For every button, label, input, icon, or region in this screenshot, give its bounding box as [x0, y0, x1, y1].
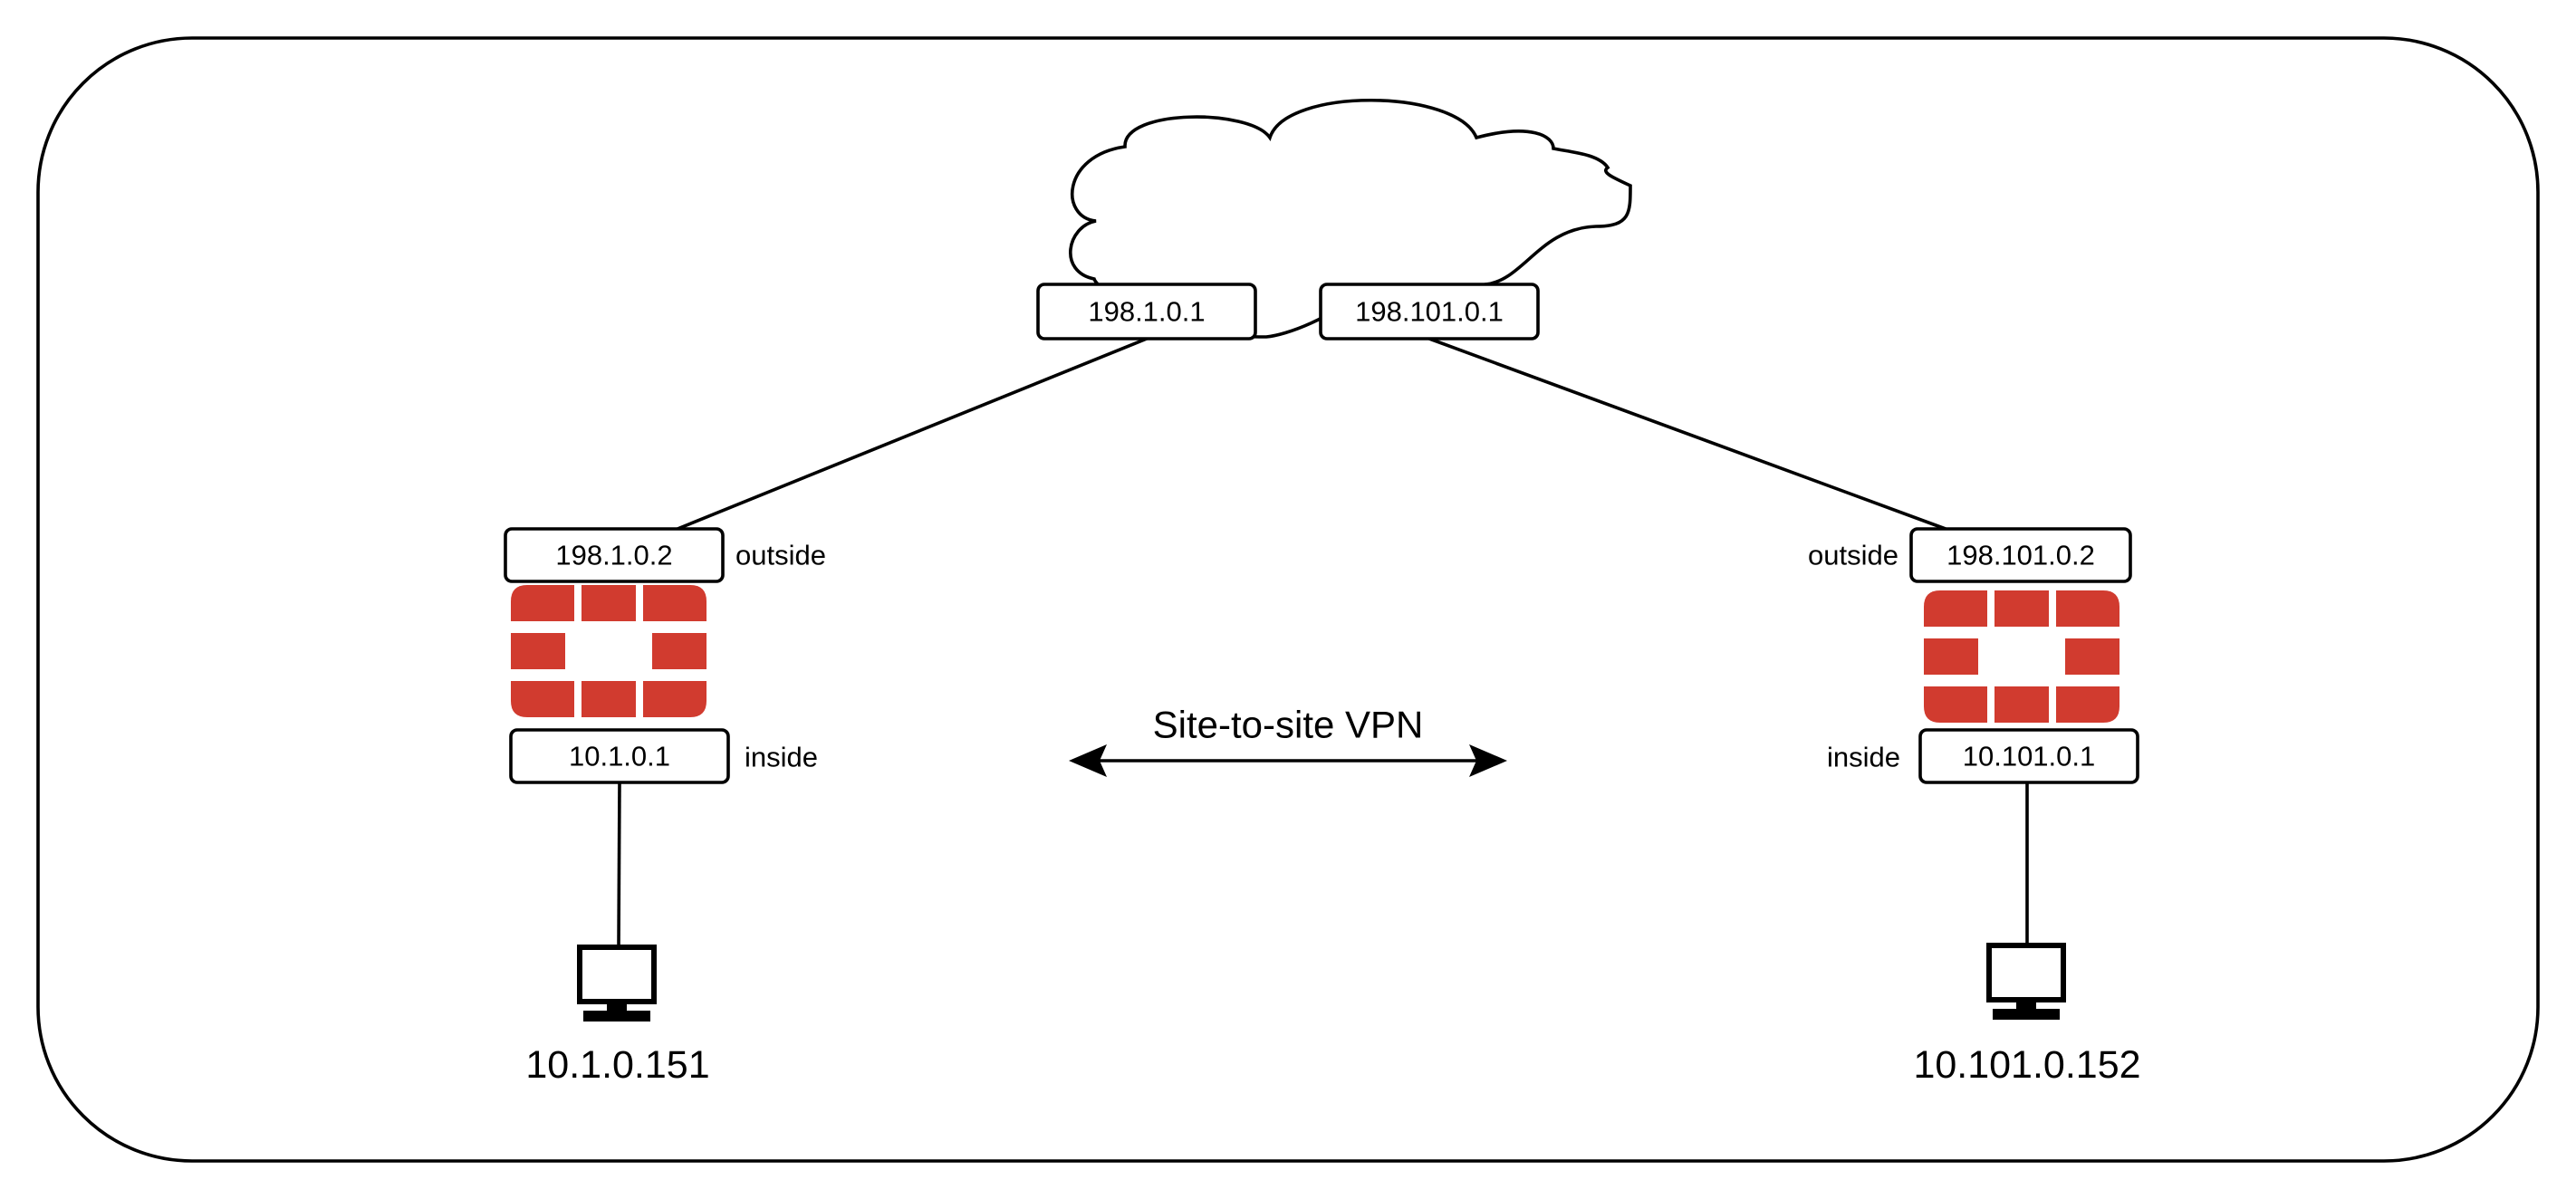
site-a-outside-interface-box	[504, 527, 725, 583]
site-a-outside-ip: 198.1.0.2	[555, 540, 672, 571]
site-a-inside-interface-box	[509, 728, 730, 784]
cloud-interface-box-right	[1319, 283, 1540, 341]
diagram-frame	[36, 36, 2540, 1163]
site-a-inside-ip: 10.1.0.1	[569, 741, 670, 772]
wan-link-site-a	[677, 337, 1148, 531]
cloud-interface-box-left	[1036, 283, 1257, 341]
cloud-interface-ip-right: 198.101.0.1	[1355, 296, 1504, 328]
site-b-inside-ip: 10.101.0.1	[1963, 741, 2096, 772]
bidirectional-arrow-icon	[1069, 744, 1507, 777]
cloud-interface-ip-left: 198.1.0.1	[1088, 296, 1205, 328]
site-b-host-ip: 10.101.0.152	[1913, 1043, 2140, 1087]
vpn-label: Site-to-site VPN	[1153, 704, 1424, 746]
site-a-outside-label: outside	[735, 540, 826, 571]
site-b-inside-label: inside	[1827, 742, 1900, 773]
wan-link-site-b	[1428, 337, 1946, 531]
site-b-outside-interface-box	[1909, 527, 2132, 583]
site-a-host-ip: 10.1.0.151	[525, 1043, 709, 1087]
lan-link-site-a	[617, 782, 621, 946]
site-b-outside-ip: 198.101.0.2	[1946, 540, 2095, 571]
site-b-inside-interface-box	[1918, 728, 2139, 784]
site-a-inside-label: inside	[745, 742, 818, 773]
site-b-outside-label: outside	[1808, 540, 1898, 571]
